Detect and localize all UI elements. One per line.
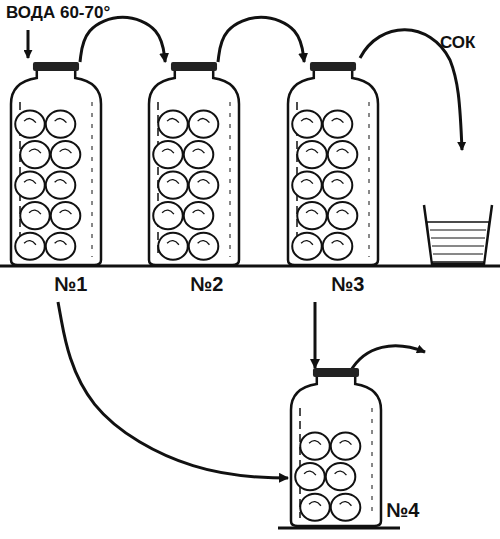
- jar-drawing: [146, 62, 242, 265]
- jar-drawing: [8, 62, 104, 265]
- flow-arrow: [218, 17, 304, 62]
- inflow-arrow: [27, 30, 30, 58]
- jar-drawing: [288, 368, 384, 526]
- jar: №2: [146, 62, 242, 302]
- jar: №1: [8, 62, 104, 302]
- flow-arrow: [80, 17, 165, 62]
- outflow-arrow: [350, 346, 425, 372]
- jar-number: №3: [331, 274, 364, 294]
- flow-arrow: [58, 302, 288, 478]
- jar-drawing: [285, 62, 381, 265]
- flow-arrow: [314, 302, 317, 368]
- jar: №4: [288, 368, 438, 528]
- note-label: ВОДА 60-70°: [6, 4, 110, 21]
- jar: №3: [285, 62, 381, 302]
- jar-number: №1: [54, 274, 87, 294]
- jar-number: №4: [386, 500, 419, 520]
- glass: [424, 205, 492, 264]
- note-label: СОК: [440, 34, 475, 51]
- jar-number: №2: [190, 274, 223, 294]
